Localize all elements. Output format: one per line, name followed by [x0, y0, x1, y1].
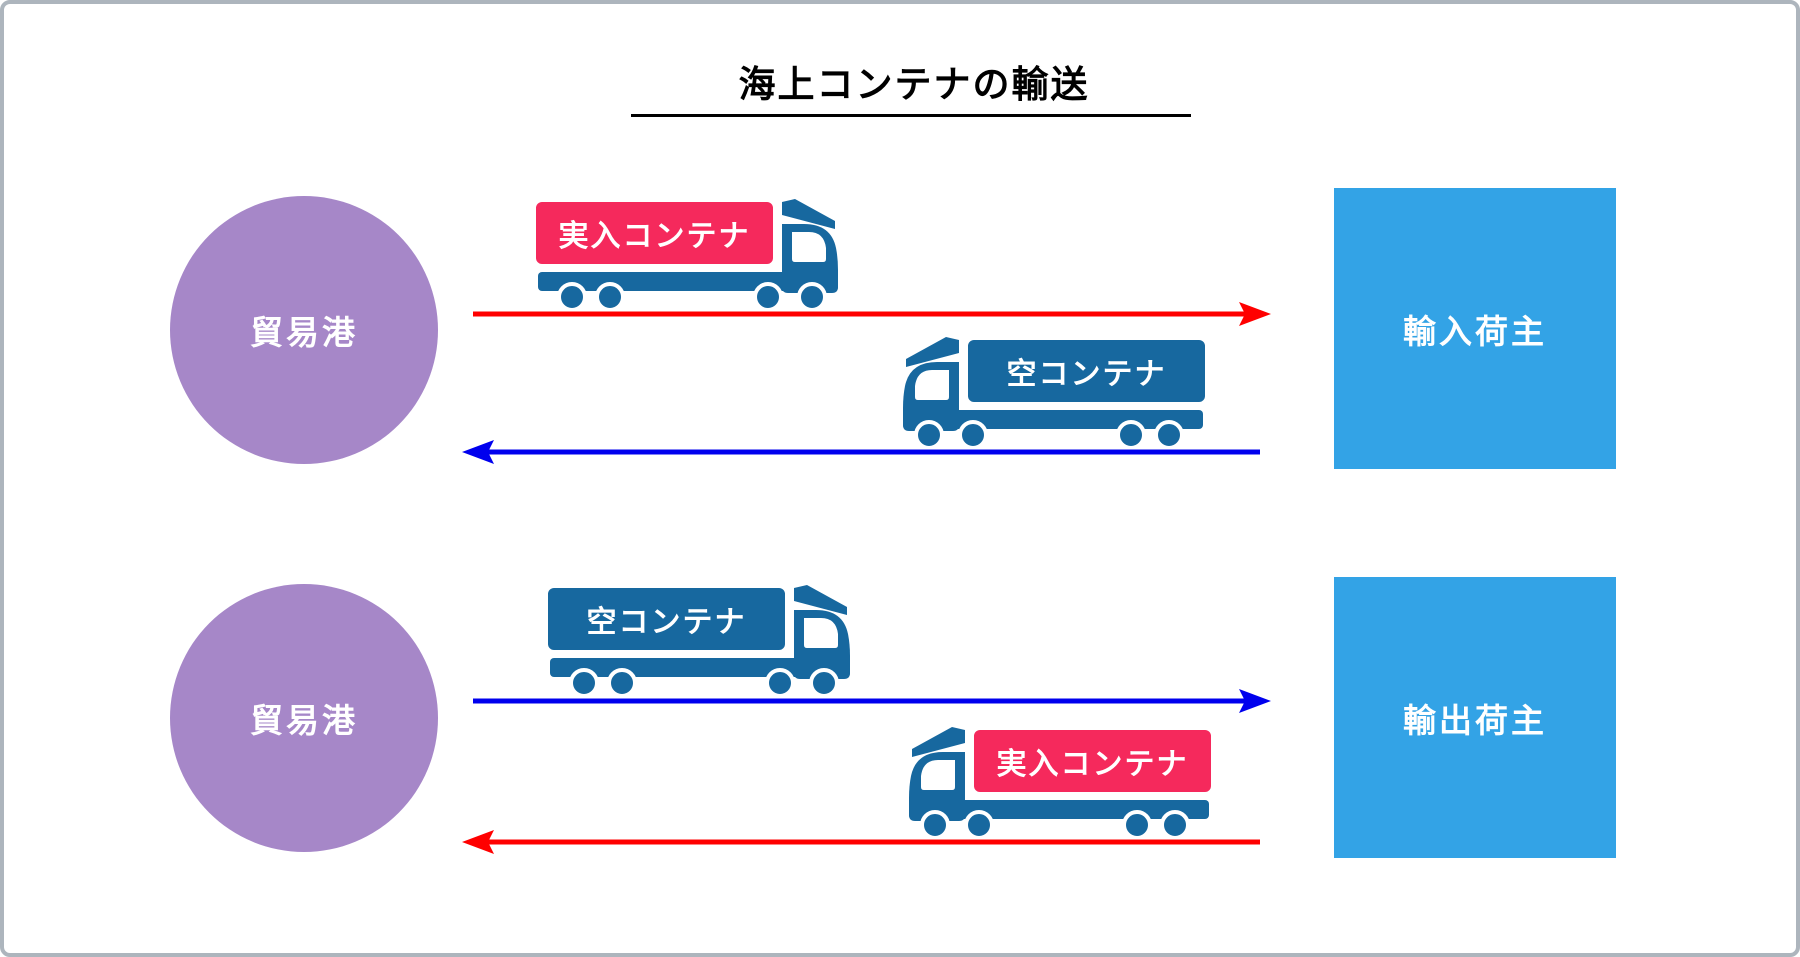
container-label: 実入コンテナ [532, 198, 777, 268]
truck-cab-window [915, 370, 949, 400]
truck-loaded-to-port-export: 実入コンテナ [905, 726, 1215, 841]
truck-icon [903, 337, 1203, 450]
truck-wind-deflector [906, 337, 959, 367]
truck-wind-deflector [782, 199, 835, 229]
arrow-import-shipper-to-port [462, 440, 1260, 464]
truck-cab-window [804, 618, 838, 648]
export-shipper-box: 輸出荷主 [1334, 577, 1616, 858]
title-underline [631, 114, 1191, 117]
container-label: 実入コンテナ [970, 726, 1215, 796]
truck-cab-window [921, 760, 955, 790]
port-label: 貿易港 [250, 313, 358, 352]
port-label: 貿易港 [250, 701, 358, 740]
truck-wind-deflector [794, 585, 847, 615]
truck-icon [538, 199, 838, 312]
container-label: 空コンテナ [544, 584, 789, 654]
truck-empty-to-port-import: 空コンテナ [899, 336, 1209, 451]
diagram-title: 海上コンテナの輸送 [738, 63, 1090, 106]
truck-cab-window [792, 232, 826, 262]
truck-icon [550, 585, 850, 698]
truck-wheels [920, 810, 1190, 840]
arrow-export-shipper-to-port [462, 830, 1260, 854]
truck-empty-to-export-shipper: 空コンテナ [544, 584, 854, 699]
truck-wheels [914, 420, 1184, 450]
truck-wheels [569, 668, 839, 698]
truck-loaded-to-import-shipper: 実入コンテナ [532, 198, 842, 313]
truck-wind-deflector [912, 727, 965, 757]
import-shipper-box: 輸入荷主 [1334, 188, 1616, 469]
port-circle-import: 貿易港 [170, 196, 438, 464]
port-circle-export: 貿易港 [170, 584, 438, 852]
shipper-label: 輸入荷主 [1403, 311, 1547, 351]
truck-wheels [557, 282, 827, 312]
arrow-port-to-import-shipper [473, 302, 1271, 326]
shipper-label: 輸出荷主 [1403, 700, 1547, 740]
arrow-port-to-export-shipper [473, 689, 1271, 713]
container-label: 空コンテナ [964, 336, 1209, 406]
truck-icon [909, 727, 1209, 840]
